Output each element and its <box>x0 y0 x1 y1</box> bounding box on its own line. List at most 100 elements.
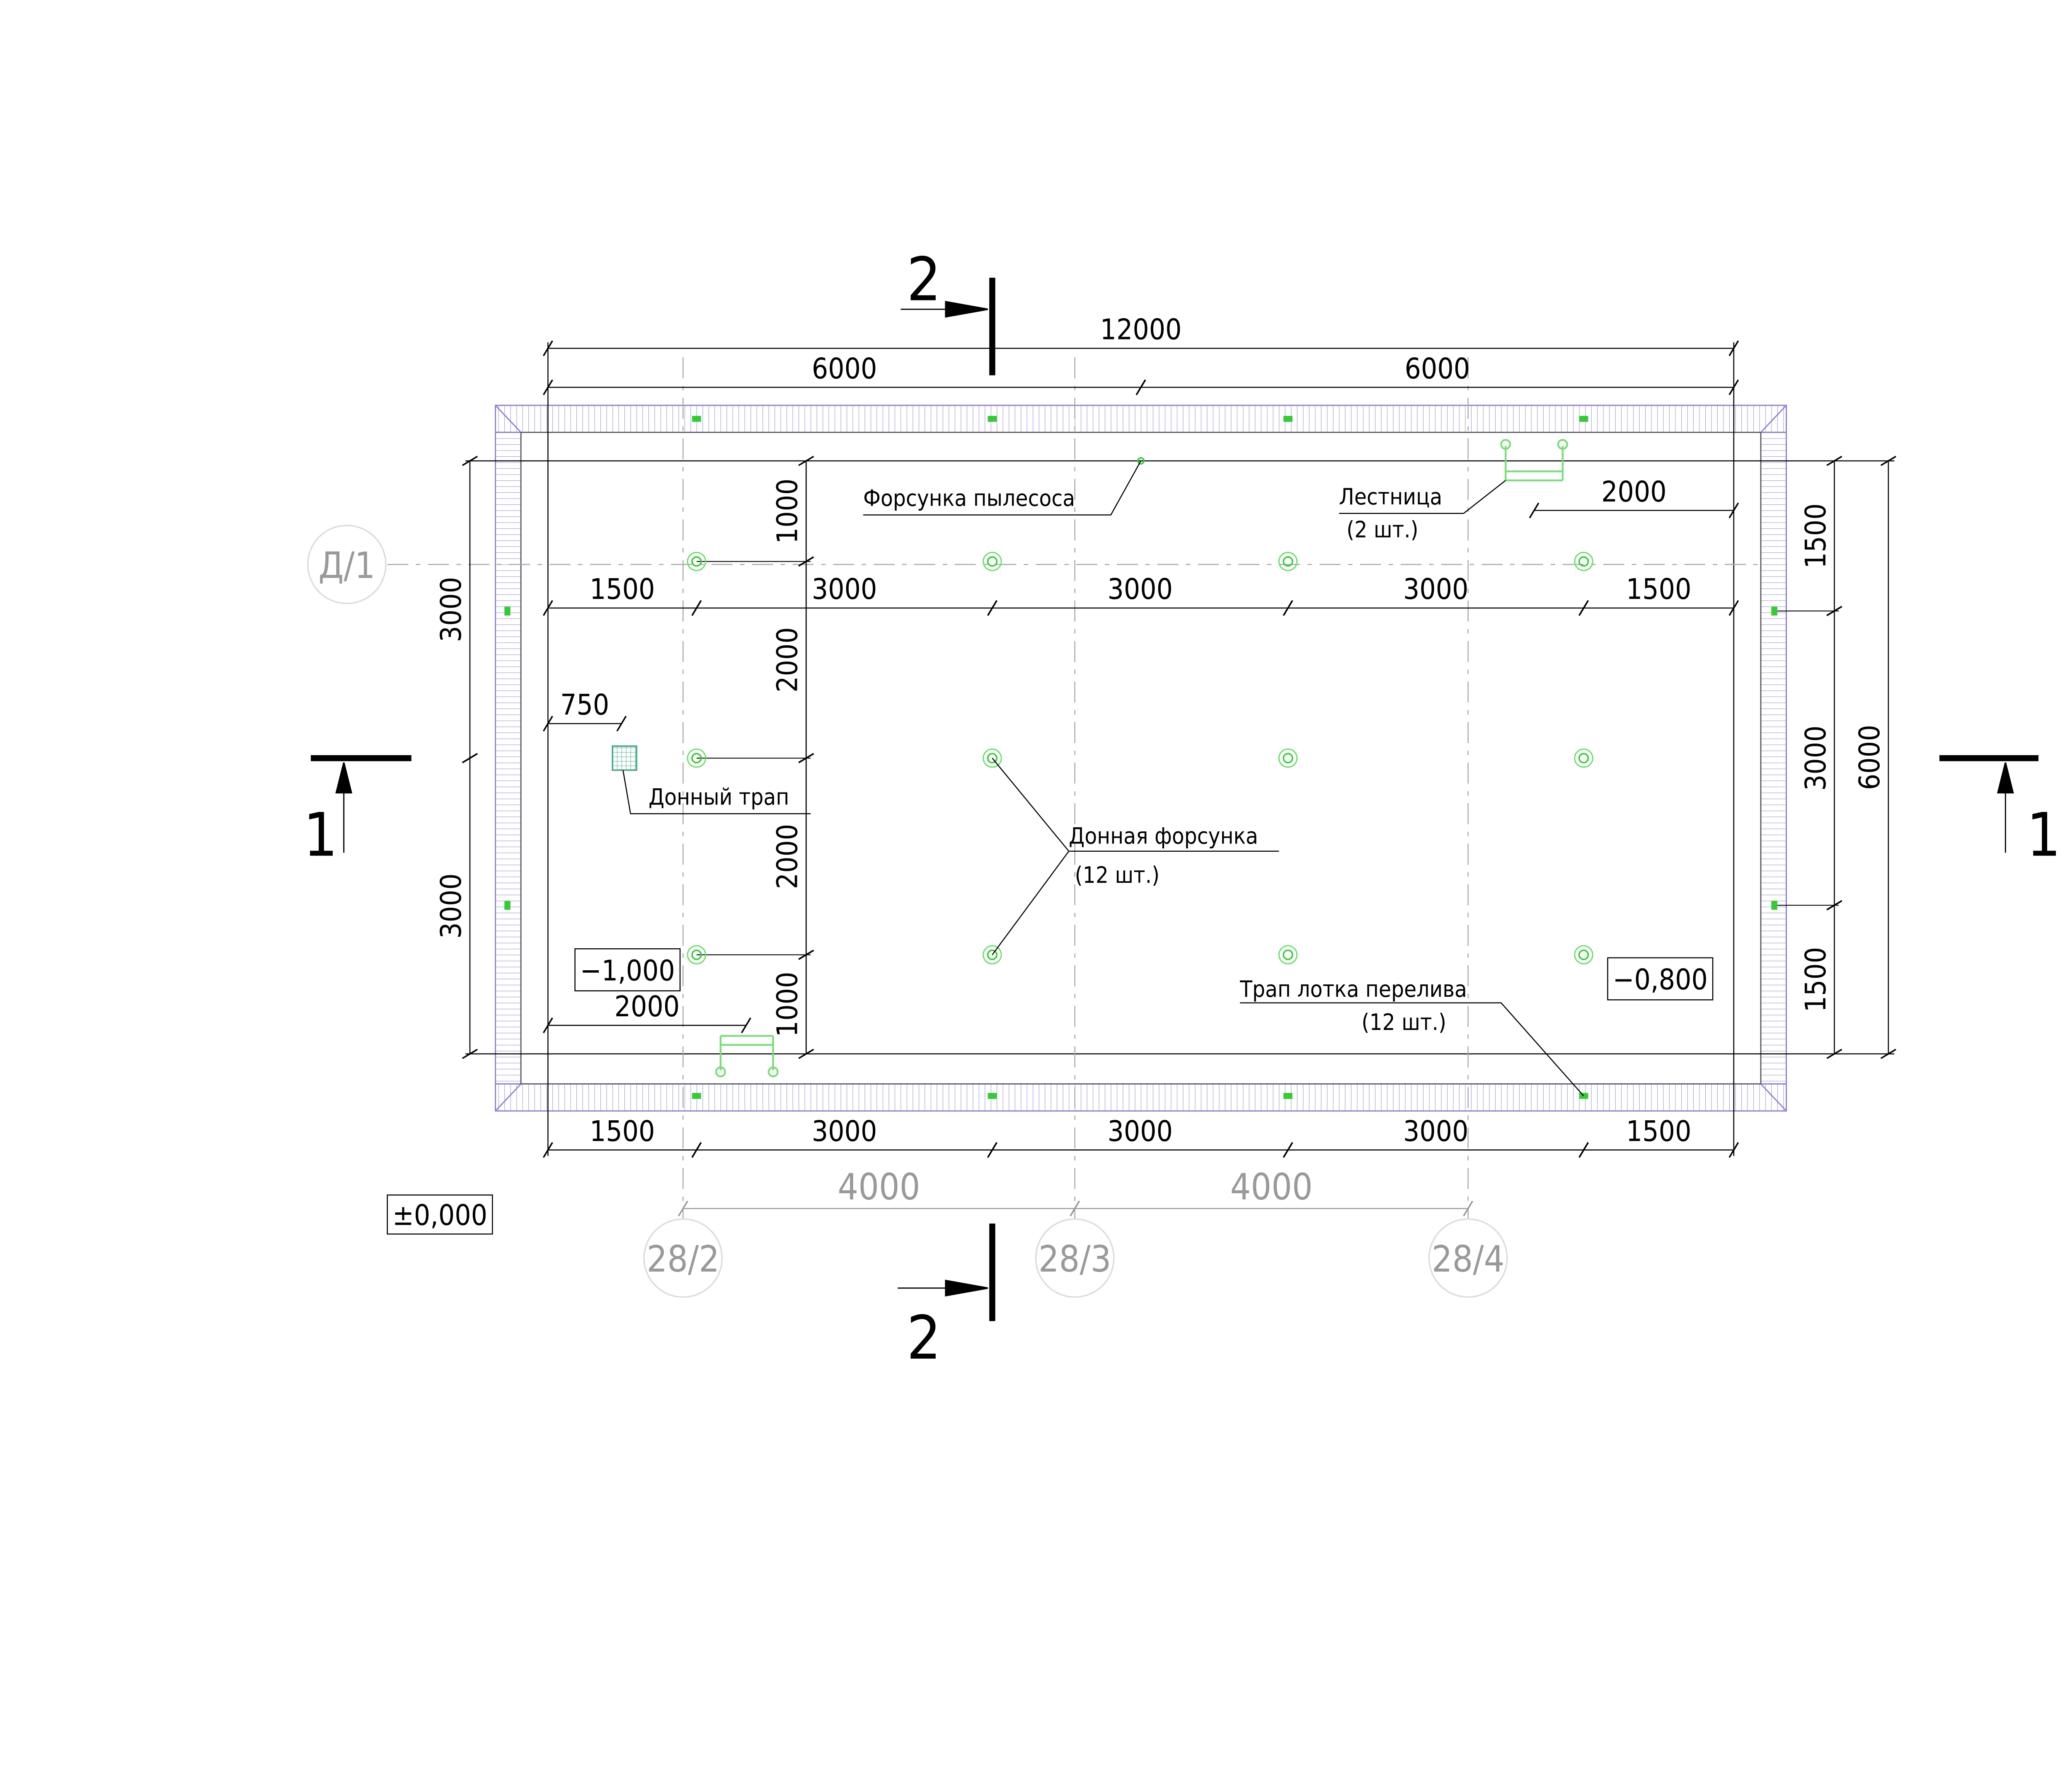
dimension-value: 1500 <box>590 573 655 606</box>
axis-label-28-4: 28/4 <box>1432 1238 1505 1280</box>
overflow-drain-icon <box>988 416 997 422</box>
dimension-tick <box>462 753 478 763</box>
dimension-value: 3000 <box>1107 1115 1173 1148</box>
bottom-nozzle-icon <box>1574 945 1593 964</box>
bottom-nozzle-icon <box>1574 749 1593 768</box>
dimension-tick <box>1880 1049 1896 1059</box>
dimension-tick <box>542 340 553 356</box>
dimension-tick <box>542 600 553 616</box>
overflow-drain-icon <box>504 901 511 910</box>
dimension-tick <box>1728 502 1739 518</box>
dimension-value: 2000 <box>771 824 804 889</box>
section-marks <box>310 278 2039 1321</box>
callout-bottom-nozzle-count: (12 шт.) <box>1075 862 1160 888</box>
callout-vacuum-nozzle: Форсунка пылесоса <box>863 485 1075 511</box>
level-ground: ±0,000 <box>392 1199 487 1232</box>
dimension-value: 3000 <box>1799 725 1832 791</box>
dimension-tick <box>616 715 627 732</box>
level-box <box>1607 957 1714 1001</box>
dimension-value: 3000 <box>1403 573 1469 606</box>
dimension-value: 3000 <box>812 1115 877 1148</box>
dimension-tick <box>1728 379 1739 395</box>
axis-markers <box>307 524 1508 1298</box>
dimension-lines: 12000 6000 6000 1500 1500 3000 3000 3000 3000 300… <box>435 313 1896 1216</box>
dimension-tick <box>1070 1200 1080 1216</box>
dimension-tick <box>1728 600 1739 616</box>
dimension-tick <box>542 379 553 395</box>
dimension-value: 3000 <box>435 873 468 939</box>
dimension-value: 1000 <box>771 479 804 544</box>
section-1-left-label: 1 <box>303 801 338 870</box>
pool-outline <box>465 342 1895 1156</box>
level-box <box>387 1194 493 1235</box>
dimension-tick <box>987 1142 997 1158</box>
bottom-nozzle-icon <box>1574 552 1593 571</box>
dimension-tick <box>741 1017 751 1033</box>
ladder-icon <box>715 1035 779 1078</box>
bottom-nozzle-icon <box>1278 945 1298 964</box>
dimension-value: 6000 <box>1853 725 1886 790</box>
dimension-value: 4000 <box>1230 1166 1313 1208</box>
dimension-tick <box>1578 600 1589 616</box>
section-2-bottom-label: 2 <box>907 1303 941 1373</box>
ladder-icon <box>1500 439 1568 482</box>
bottom-nozzle-icon <box>983 552 1002 571</box>
dimension-value: 2000 <box>771 627 804 693</box>
dimension-value: 6000 <box>1405 352 1470 385</box>
dimension-tick <box>462 455 478 466</box>
dimension-value: 3000 <box>435 577 468 642</box>
dimension-tick <box>678 1200 688 1216</box>
dimension-tick <box>542 1142 553 1158</box>
dimension-value: 12000 <box>1100 313 1182 346</box>
vacuum-nozzle-icon <box>1137 457 1145 465</box>
callout-overflow-drain: Трап лотка перелива <box>1239 976 1467 1002</box>
overflow-drain-icon <box>1283 416 1293 422</box>
grid-axes <box>387 357 1764 1219</box>
bottom-nozzle-icon <box>983 749 1002 768</box>
overflow-drain-icon <box>504 606 511 616</box>
equipment <box>504 416 1777 1099</box>
dimension-value: 2000 <box>1601 475 1667 509</box>
dimension-value: 3000 <box>812 573 877 606</box>
dimension-value: 3000 <box>1107 573 1173 606</box>
dimension-value: 1500 <box>590 1115 655 1148</box>
dimension-tick <box>1826 1049 1842 1059</box>
dimension-value: 750 <box>560 688 609 722</box>
bottom-nozzle-icon <box>687 552 707 571</box>
bottom-drain-icon <box>612 745 637 771</box>
dimension-value: 1500 <box>1799 947 1832 1013</box>
dimension-value: 4000 <box>838 1166 920 1208</box>
dimension-value: 6000 <box>812 352 877 385</box>
overflow-drain-icon <box>988 1093 997 1099</box>
dimension-tick <box>1728 1142 1739 1158</box>
callout-ladder-count: (2 шт.) <box>1346 517 1418 543</box>
dimension-tick <box>462 1049 478 1059</box>
dimension-tick <box>1529 502 1539 518</box>
dimension-value: 1500 <box>1626 1115 1692 1148</box>
bottom-nozzle-icon <box>1278 552 1298 571</box>
callout-bottom-nozzle: Донная форсунка <box>1069 823 1258 849</box>
dimension-tick <box>798 455 814 466</box>
pool-wall <box>495 405 1787 1112</box>
level-pool-deep: −1,000 <box>580 954 675 987</box>
bottom-nozzle-icon <box>983 945 1002 964</box>
bottom-nozzle-icon <box>687 749 707 768</box>
dimension-tick <box>691 1142 702 1158</box>
axis-label-28-3: 28/3 <box>1038 1238 1111 1280</box>
bottom-nozzle-icon <box>687 945 707 964</box>
overflow-drain-icon <box>692 416 701 422</box>
section-1-right-label: 1 <box>2026 801 2061 870</box>
dimension-tick <box>691 600 702 616</box>
overflow-drain-icon <box>1283 1093 1293 1099</box>
bottom-nozzle-icon <box>1278 749 1298 768</box>
level-pool-shallow: −0,800 <box>1613 963 1708 996</box>
dimension-tick <box>1463 1200 1474 1216</box>
callout-overflow-count: (12 шт.) <box>1362 1009 1447 1035</box>
callout-leaders <box>622 460 1584 1097</box>
dimension-value: 1500 <box>1799 503 1832 569</box>
overflow-drain-icon <box>1771 606 1777 616</box>
dimension-tick <box>798 1049 814 1059</box>
overflow-drain-icon <box>1771 901 1777 910</box>
overflow-drain-icon <box>692 1093 701 1099</box>
